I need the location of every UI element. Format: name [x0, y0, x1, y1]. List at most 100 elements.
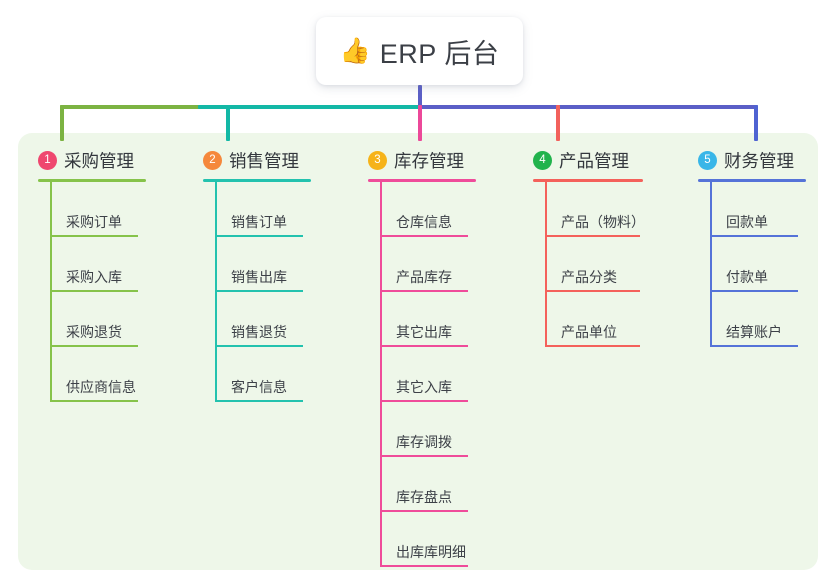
column-header[interactable]: 4 产品管理 — [533, 147, 693, 173]
column-header[interactable]: 1 采购管理 — [38, 147, 188, 173]
column-number-badge: 2 — [203, 150, 222, 170]
column-header-rule — [698, 179, 806, 182]
list-item-rule — [545, 345, 640, 347]
list-item[interactable]: 采购退货 — [50, 292, 188, 347]
list-item-rule — [380, 345, 468, 347]
list-item-rule — [215, 400, 303, 402]
list-item-label: 供应商信息 — [66, 379, 136, 395]
column-items: 仓库信息产品库存其它出库其它入库库存调拨库存盘点出库库明细 — [368, 182, 518, 567]
list-item[interactable]: 回款单 — [710, 182, 839, 237]
list-item-label: 采购退货 — [66, 324, 122, 340]
list-item-label: 付款单 — [726, 269, 768, 285]
thumbs-up-icon: 👍 — [339, 36, 371, 65]
column-number-badge: 3 — [368, 150, 387, 170]
list-item[interactable]: 库存盘点 — [380, 457, 518, 512]
column-title: 产品管理 — [559, 150, 629, 171]
list-item-label: 产品（物料） — [561, 214, 645, 230]
list-item[interactable]: 产品单位 — [545, 292, 693, 347]
list-item[interactable]: 付款单 — [710, 237, 839, 292]
list-item-rule — [380, 510, 468, 512]
list-item-label: 回款单 — [726, 214, 768, 230]
column-header-rule — [203, 179, 311, 182]
list-item-rule — [215, 235, 303, 237]
list-item[interactable]: 客户信息 — [215, 347, 353, 402]
connector-drop-finance — [754, 105, 758, 141]
list-item[interactable]: 产品（物料） — [545, 182, 693, 237]
connector-segment-left — [60, 105, 200, 109]
column-items: 产品（物料） 产品分类产品单位 — [533, 182, 693, 347]
list-item-label: 产品库存 — [396, 269, 452, 285]
diagram-panel — [18, 133, 818, 570]
column-items: 销售订单销售出库销售退货客户信息 — [203, 182, 353, 402]
list-item-rule — [380, 565, 468, 567]
column-items: 采购订单采购入库采购退货供应商信息 — [38, 182, 188, 402]
list-item[interactable]: 其它出库 — [380, 292, 518, 347]
list-item-label: 仓库信息 — [396, 214, 452, 230]
list-item-rule — [710, 290, 798, 292]
column-header[interactable]: 5 财务管理 — [698, 147, 839, 173]
list-item-label: 销售出库 — [231, 269, 287, 285]
column-title: 库存管理 — [394, 150, 464, 171]
list-item-label: 客户信息 — [231, 379, 287, 395]
list-item-rule — [50, 400, 138, 402]
root-node[interactable]: 👍 ERP 后台 — [316, 17, 523, 85]
list-item[interactable]: 采购订单 — [50, 182, 188, 237]
list-item-label: 采购入库 — [66, 269, 122, 285]
column-header-rule — [38, 179, 146, 182]
list-item-rule — [710, 345, 798, 347]
list-item-label: 其它出库 — [396, 324, 452, 340]
column-header-rule — [368, 179, 476, 182]
column-spine — [50, 182, 52, 402]
list-item-label: 库存调拨 — [396, 434, 452, 450]
connector-drop-product — [556, 105, 560, 141]
column-number-badge: 5 — [698, 150, 717, 170]
trunk-connector — [418, 85, 422, 107]
list-item-rule — [545, 290, 640, 292]
connector-drop-purchase — [60, 105, 64, 141]
column-purchase: 1 采购管理采购订单采购入库采购退货供应商信息 — [38, 147, 188, 402]
list-item-rule — [380, 235, 468, 237]
column-spine — [710, 182, 712, 347]
list-item[interactable]: 其它入库 — [380, 347, 518, 402]
connector-drop-sales — [226, 105, 230, 141]
list-item[interactable]: 销售出库 — [215, 237, 353, 292]
list-item-rule — [50, 345, 138, 347]
list-item[interactable]: 产品分类 — [545, 237, 693, 292]
list-item[interactable]: 采购入库 — [50, 237, 188, 292]
column-product: 4 产品管理产品（物料） 产品分类产品单位 — [533, 147, 693, 347]
connector-segment-mid — [198, 105, 420, 109]
list-item-rule — [710, 235, 798, 237]
column-title: 采购管理 — [64, 150, 134, 171]
column-title: 财务管理 — [724, 150, 794, 171]
list-item-label: 产品分类 — [561, 269, 617, 285]
list-item[interactable]: 出库库明细 — [380, 512, 518, 567]
column-header[interactable]: 3 库存管理 — [368, 147, 518, 173]
list-item[interactable]: 销售订单 — [215, 182, 353, 237]
column-spine — [545, 182, 547, 347]
list-item[interactable]: 结算账户 — [710, 292, 839, 347]
column-inventory: 3 库存管理仓库信息产品库存其它出库其它入库库存调拨库存盘点出库库明细 — [368, 147, 518, 567]
list-item-rule — [380, 400, 468, 402]
list-item-rule — [215, 345, 303, 347]
list-item[interactable]: 供应商信息 — [50, 347, 188, 402]
connector-drop-inventory — [418, 105, 422, 141]
list-item[interactable]: 仓库信息 — [380, 182, 518, 237]
connector-segment-right — [418, 105, 758, 109]
list-item[interactable]: 库存调拨 — [380, 402, 518, 457]
list-item[interactable]: 销售退货 — [215, 292, 353, 347]
list-item-label: 其它入库 — [396, 379, 452, 395]
list-item-rule — [380, 455, 468, 457]
column-number-badge: 1 — [38, 150, 57, 170]
column-finance: 5 财务管理回款单付款单结算账户 — [698, 147, 839, 347]
list-item-label: 产品单位 — [561, 324, 617, 340]
list-item-label: 销售订单 — [231, 214, 287, 230]
list-item-label: 库存盘点 — [396, 489, 452, 505]
list-item-label: 销售退货 — [231, 324, 287, 340]
column-spine — [380, 182, 382, 567]
list-item-rule — [545, 235, 640, 237]
column-number-badge: 4 — [533, 150, 552, 170]
list-item-rule — [380, 290, 468, 292]
list-item[interactable]: 产品库存 — [380, 237, 518, 292]
